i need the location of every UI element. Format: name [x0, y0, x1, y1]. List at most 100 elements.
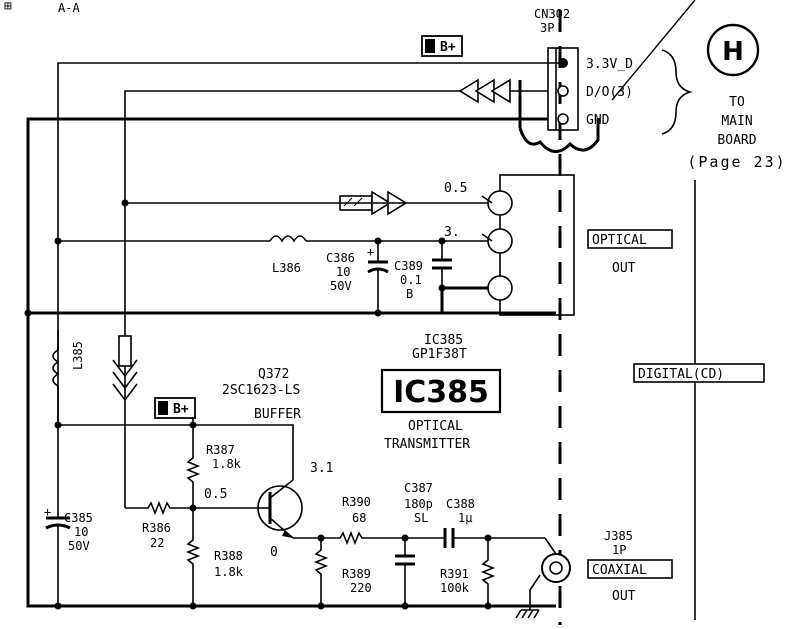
ic385-func2: TRANSMITTER: [384, 437, 470, 452]
r390-ref: R390: [342, 495, 371, 509]
transistor-q372: [257, 479, 303, 539]
c385-voltage: 50V: [68, 539, 90, 553]
j385-ref: J385: [604, 529, 633, 543]
coaxial-out-sub: OUT: [612, 589, 636, 604]
c389-type: B: [406, 287, 413, 301]
signal-arrow-top: [458, 78, 511, 104]
capacitor-c386: +: [367, 241, 389, 313]
signal-arrow-down: [112, 335, 138, 402]
r387-ref: R387: [206, 443, 235, 457]
c389-ref: C389: [394, 259, 423, 273]
resistor-r386: [125, 500, 258, 516]
pin1-label: 3.3V_D: [586, 57, 633, 72]
c386-value: 10: [336, 265, 350, 279]
coaxial-out-label: COAXIAL: [592, 563, 647, 578]
r389-ref: R389: [342, 567, 371, 581]
inductor-l386: [269, 235, 307, 243]
resistor-r390: [321, 530, 445, 546]
r390-value: 68: [352, 511, 366, 525]
connector-brace: [661, 49, 693, 135]
q372-emitter-voltage: 0: [270, 545, 278, 560]
dest-line2: MAIN: [721, 114, 752, 129]
ic385-big-label: IC385: [393, 375, 489, 410]
r391-ref: R391: [440, 567, 469, 581]
wire-bplus-rail: [58, 424, 294, 480]
dest-line3: BOARD: [717, 133, 756, 148]
connector-cn302: CN302 3P 3.3V_D D/O(3) GND: [518, 7, 633, 153]
r387-value: 1.8k: [212, 457, 242, 471]
optical-out-sub: OUT: [612, 261, 636, 276]
ic385-big-box: [380, 368, 502, 414]
capacitor-c387: [395, 534, 415, 606]
ic385-part: GP1F38T: [412, 347, 467, 362]
q372-collector-voltage: 3.1: [310, 461, 333, 476]
q372-part: 2SC1623-LS: [222, 383, 300, 398]
c388-ref: C388: [446, 497, 475, 511]
ic-voltage-pin1: 0.5: [444, 181, 467, 196]
c385-value: 10: [74, 525, 88, 539]
badge-letter: H: [722, 37, 744, 67]
connector-body: [547, 47, 579, 131]
q372-ref: Q372: [258, 367, 289, 382]
connector-pin2: [557, 85, 569, 97]
dest-page: (Page 23): [687, 153, 786, 171]
coaxial-jack-j385: [515, 537, 571, 619]
q372-func: BUFFER: [254, 407, 301, 422]
resistor-r388: [185, 508, 201, 606]
r388-value: 1.8k: [214, 565, 244, 579]
c387-type: SL: [414, 511, 428, 525]
pin2-label: D/O(3): [586, 85, 633, 100]
connector-ref: CN302: [534, 7, 570, 21]
supply-badge-top: B+: [421, 35, 463, 57]
c387-ref: C387: [404, 481, 433, 495]
r386-ref: R386: [142, 521, 171, 535]
l385-label: L385: [71, 341, 85, 370]
resistor-r389: [313, 538, 329, 606]
connector-pin3: [557, 113, 569, 125]
r391-value: 100k: [440, 581, 470, 595]
r386-value: 22: [150, 536, 164, 550]
c385-ref: C385: [64, 511, 93, 525]
coaxial-out-box: [587, 559, 673, 579]
c389-value: 0.1: [400, 273, 422, 287]
capacitor-c388: [443, 528, 545, 548]
ic385-ref: IC385: [424, 333, 463, 348]
ic-voltage-pin2: 3.: [444, 225, 460, 240]
destination-badge: H: [706, 23, 760, 77]
section-label: A-A: [58, 1, 80, 15]
wire-data-line: [124, 90, 548, 508]
digital-label: DIGITAL(CD): [638, 367, 724, 382]
header-glyph: ⊞: [4, 0, 12, 14]
l386-label: L386: [272, 261, 301, 275]
c387-value: 180p: [404, 497, 433, 511]
r389-value: 220: [350, 581, 372, 595]
dest-line1: TO: [729, 95, 745, 110]
connector-pin1: [558, 58, 568, 68]
supply-label-top: B+: [440, 40, 456, 55]
supply-label-mid: B+: [173, 402, 189, 417]
c386-ref: C386: [326, 251, 355, 265]
c386-voltage: 50V: [330, 279, 352, 293]
j385-type: 1P: [612, 543, 626, 557]
q372-base-voltage: 0.5: [204, 487, 227, 502]
capacitor-c385: +: [44, 425, 71, 606]
r388-ref: R388: [214, 549, 243, 563]
connector-pins: 3P: [540, 21, 554, 35]
optical-out-box: [587, 229, 673, 249]
inductor-l385: [52, 330, 60, 425]
gnd-bundle: [518, 118, 600, 153]
ic385-func1: OPTICAL: [408, 419, 463, 434]
supply-badge-mid: B+: [154, 397, 196, 419]
ic385: 0.5 3.: [444, 174, 575, 316]
c388-value: 1μ: [458, 511, 472, 525]
svg-text:+: +: [367, 245, 374, 259]
svg-text:+: +: [44, 505, 51, 519]
capacitor-c389: [432, 241, 452, 288]
resistor-r391: [480, 538, 496, 606]
wire-3v3-rail: [57, 62, 558, 425]
resistor-r387: [185, 425, 201, 508]
optical-out-label: OPTICAL: [592, 233, 647, 248]
diagonal-line: [611, 0, 696, 101]
wire-gnd-rail: [26, 117, 556, 608]
